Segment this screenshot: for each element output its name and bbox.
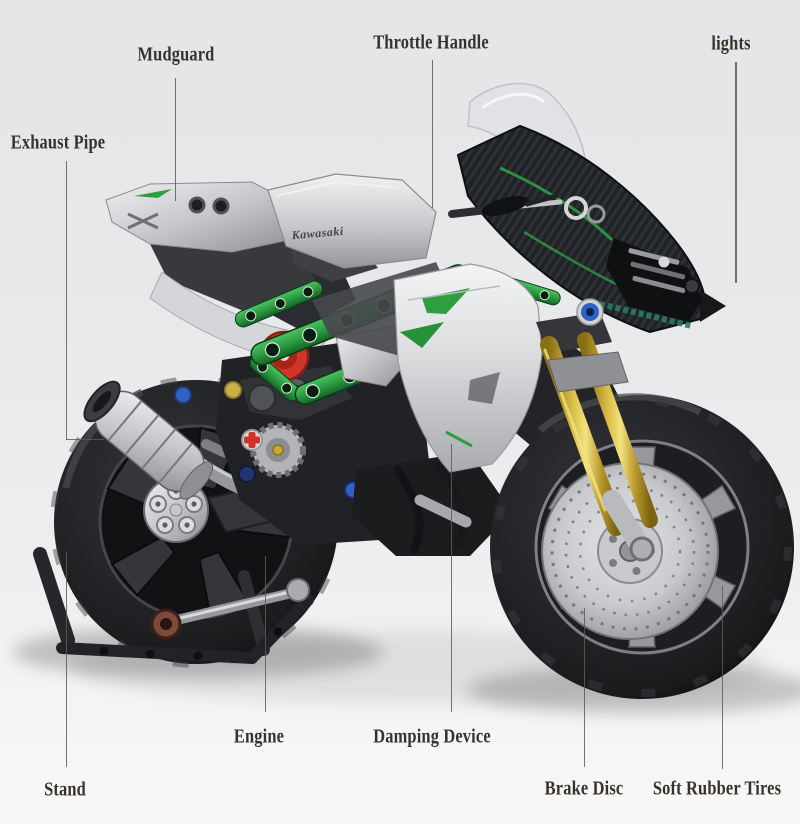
label-damping-device-text: Damping Device (373, 725, 491, 748)
label-brake-disc: Brake Disc (545, 778, 680, 812)
fuel-tank: Kawasaki (267, 173, 437, 269)
leader-line-throttle (431, 60, 434, 208)
label-throttle-handle: Throttle Handle (373, 32, 572, 66)
tank-logo: Kawasaki (290, 224, 344, 243)
label-brake-disc-text: Brake Disc (544, 777, 624, 800)
label-soft-rubber-tires-text: Soft Rubber Tires (652, 777, 782, 800)
label-lights: lights (711, 33, 779, 67)
leader-line-lights (735, 62, 737, 283)
label-soft-rubber-tires: Soft Rubber Tires (653, 778, 800, 812)
leader-line-soft-tires (721, 586, 724, 769)
silver-gear (250, 422, 306, 478)
label-mudguard: Mudguard (138, 44, 270, 78)
label-mudguard-text: Mudguard (137, 43, 215, 66)
leader-line-exhaust-elbow (65, 438, 104, 441)
damper-pipes (352, 452, 512, 556)
label-damping-device: Damping Device (373, 726, 575, 760)
leader-line-stand (65, 552, 68, 767)
headlights (591, 238, 702, 329)
yellow-pin (224, 381, 242, 399)
exhaust-muffler (83, 380, 214, 500)
side-fairing (393, 263, 543, 473)
mirror (481, 193, 559, 216)
radiator-mesh (591, 299, 693, 329)
label-engine: Engine (234, 726, 320, 760)
leader-line-engine (264, 556, 267, 712)
front-forks (536, 312, 658, 562)
red-cross-pin (241, 429, 263, 451)
label-stand: Stand (44, 779, 116, 813)
leader-line-mudguard (174, 78, 177, 201)
leader-line-damping (450, 444, 453, 712)
label-exhaust-pipe: Exhaust Pipe (11, 132, 173, 166)
label-exhaust-pipe-text: Exhaust Pipe (10, 131, 106, 154)
paddock-stand (33, 547, 314, 664)
steering-blue-pin (576, 298, 604, 326)
label-lights-text: lights (711, 32, 751, 55)
label-stand-text: Stand (44, 778, 86, 801)
leader-line-brake-disc (583, 608, 586, 767)
label-throttle-handle-text: Throttle Handle (373, 31, 489, 54)
label-engine-text: Engine (233, 725, 285, 748)
blue-pin (174, 386, 192, 404)
leader-line-exhaust (65, 161, 68, 440)
